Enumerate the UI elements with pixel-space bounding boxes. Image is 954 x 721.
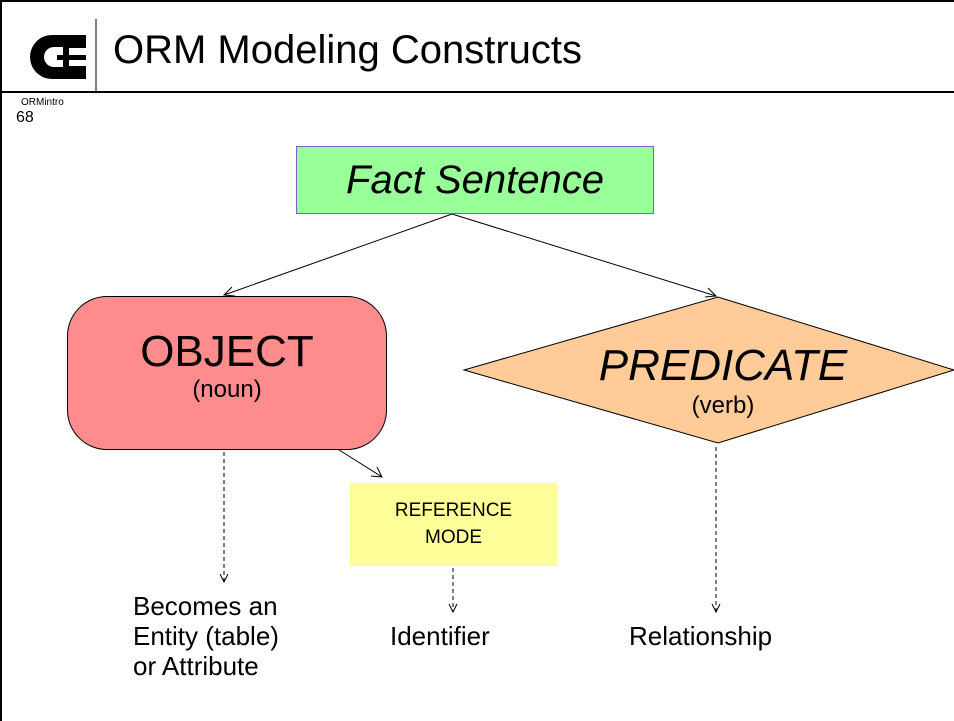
logo-e-bar bbox=[57, 55, 86, 60]
predicate-label: PREDICATE bbox=[598, 341, 848, 390]
entity-outcome-line1: Becomes an bbox=[133, 591, 278, 621]
relationship-outcome: Relationship bbox=[629, 621, 773, 651]
logo-e-bottom bbox=[64, 66, 86, 71]
predicate-diamond bbox=[462, 296, 954, 444]
logo-e-stem bbox=[63, 43, 69, 71]
logo bbox=[30, 35, 86, 79]
logo-e-top bbox=[64, 43, 86, 48]
reference-mode-line1: REFERENCE bbox=[394, 500, 513, 521]
arrow-refmode-to-identifier bbox=[448, 568, 458, 614]
object-box: OBJECT (noun) bbox=[67, 296, 387, 450]
object-label: OBJECT bbox=[140, 327, 314, 376]
fact-sentence-box: Fact Sentence bbox=[296, 146, 654, 214]
predicate-sublabel: (verb) bbox=[691, 392, 755, 419]
object-sublabel: (noun) bbox=[192, 376, 262, 403]
page-number: 68 bbox=[16, 109, 34, 126]
entity-outcome: Becomes an Entity (table) or Attribute bbox=[133, 591, 279, 681]
arrow-predicate-to-relationship bbox=[711, 447, 721, 614]
slide-title: ORM Modeling Constructs bbox=[113, 28, 583, 72]
entity-outcome-line3: or Attribute bbox=[133, 651, 259, 681]
course-label: ORMintro bbox=[21, 97, 64, 108]
identifier-outcome: Identifier bbox=[390, 621, 490, 651]
arrow-fact-to-predicate bbox=[451, 213, 718, 298]
arrow-fact-to-object bbox=[222, 213, 453, 297]
arrow-object-to-refmode bbox=[335, 447, 383, 478]
reference-mode-box: REFERENCE MODE bbox=[350, 483, 557, 566]
arrow-object-to-entity bbox=[219, 452, 229, 584]
fact-sentence-label: Fact Sentence bbox=[346, 157, 604, 202]
entity-outcome-line2: Entity (table) bbox=[133, 621, 279, 651]
reference-mode-line2: MODE bbox=[425, 527, 482, 548]
